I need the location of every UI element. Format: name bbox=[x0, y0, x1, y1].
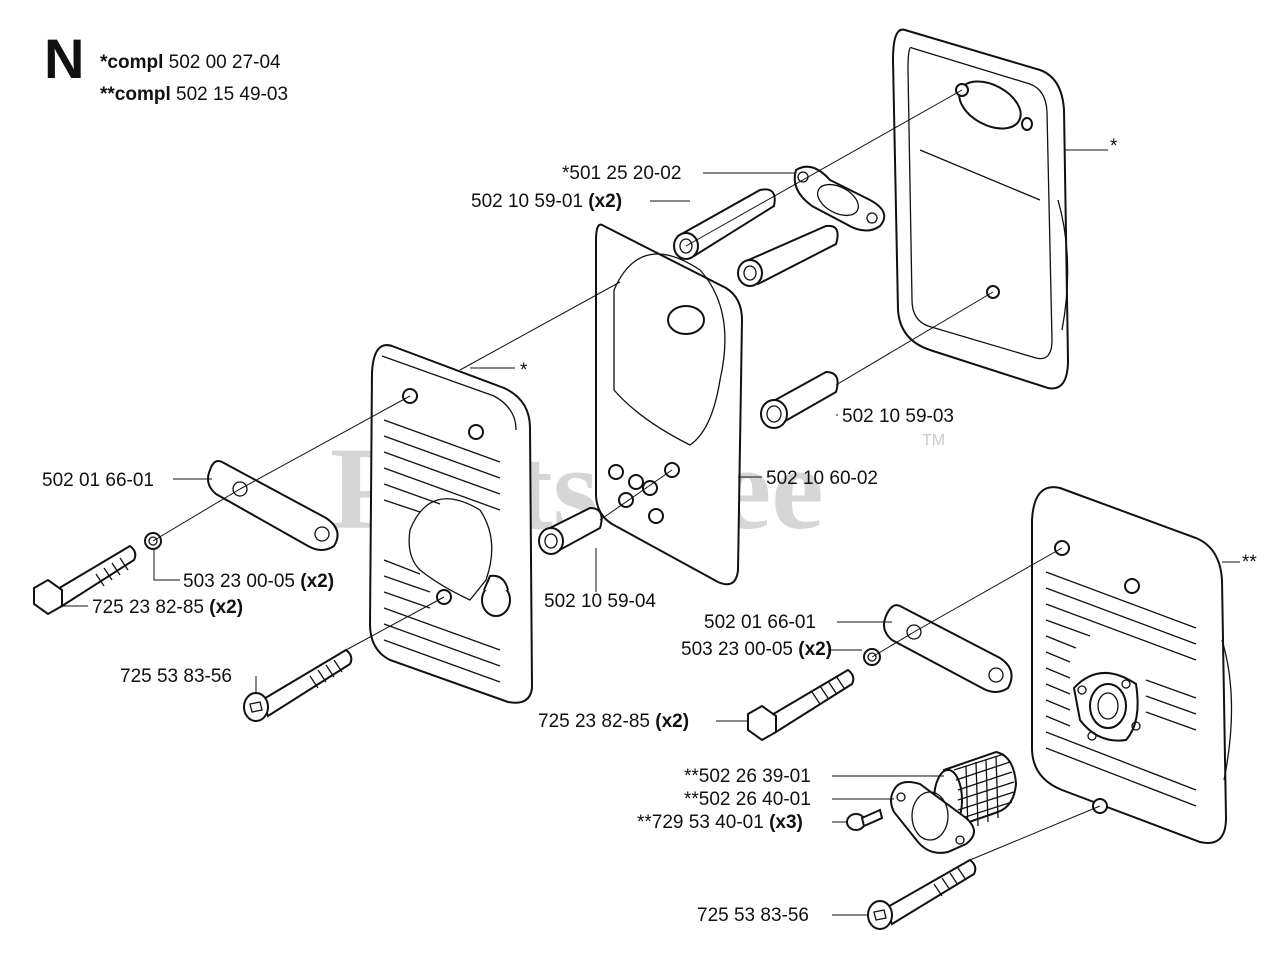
callout-bracket-right: 502 01 66-01 bbox=[704, 612, 816, 633]
callout-spacer-low: 502 10 59-04 bbox=[544, 591, 656, 612]
right-muffler-part bbox=[1031, 486, 1233, 844]
left-screw-part bbox=[243, 648, 353, 722]
compl-prefix: **compl bbox=[100, 84, 171, 105]
top-cover-part bbox=[891, 28, 1070, 390]
deflector-part bbox=[890, 781, 975, 854]
left-muffler-part bbox=[368, 344, 534, 704]
right-bracket-part bbox=[883, 604, 1013, 693]
callout-cover-top: * bbox=[1110, 136, 1118, 157]
compl-number: 502 00 27-04 bbox=[168, 52, 281, 73]
callout-muffler-front: * bbox=[520, 360, 528, 381]
callout-bolt-right: 725 23 82-85 (x2) bbox=[538, 711, 689, 732]
callout-washer-right: 503 23 00-05 (x2) bbox=[681, 639, 832, 660]
watermark-tm: TM bbox=[922, 432, 945, 449]
left-bracket-part bbox=[207, 460, 339, 551]
callout-small-screw: **729 53 40-01 (x3) bbox=[637, 812, 803, 833]
top-gasket-part bbox=[793, 165, 886, 232]
mid-spacer-tube bbox=[760, 370, 839, 429]
right-bolt-part bbox=[747, 668, 855, 742]
callout-bracket-left: 502 01 66-01 bbox=[42, 470, 154, 491]
middle-plate-part bbox=[595, 223, 744, 586]
callout-muffler-alt: ** bbox=[1242, 552, 1257, 573]
callout-deflector: **502 26 40-01 bbox=[684, 789, 811, 810]
callout-screen: **502 26 39-01 bbox=[684, 766, 811, 787]
lower-spacer-tube bbox=[538, 506, 603, 555]
callout-spacer-top: 502 10 59-01 (x2) bbox=[471, 191, 622, 212]
compl-line-1: *compl 502 00 27-04 bbox=[100, 52, 281, 74]
compl-line-2: **compl 502 15 49-03 bbox=[100, 84, 288, 106]
small-screw-part bbox=[846, 808, 884, 831]
callout-gasket-top: *501 25 20-02 bbox=[562, 163, 681, 184]
compl-prefix: *compl bbox=[100, 52, 164, 73]
compl-number: 502 15 49-03 bbox=[176, 84, 289, 105]
section-letter: N bbox=[44, 27, 85, 90]
callout-screw-right: 725 53 83-56 bbox=[697, 905, 809, 926]
callout-bolt-left: 725 23 82-85 (x2) bbox=[92, 597, 243, 618]
leader-lines bbox=[60, 89, 1240, 916]
callout-spacer-mid: 502 10 59-03 bbox=[842, 406, 954, 427]
callout-washer-left: 503 23 00-05 (x2) bbox=[183, 571, 334, 592]
callout-plate-mid: 502 10 60-02 bbox=[766, 468, 878, 489]
right-screw-part bbox=[867, 858, 977, 930]
callout-screw-left: 725 53 83-56 bbox=[120, 666, 232, 687]
callout-labels: *501 25 20-02 502 10 59-01 (x2) * * 502 … bbox=[42, 136, 1257, 926]
